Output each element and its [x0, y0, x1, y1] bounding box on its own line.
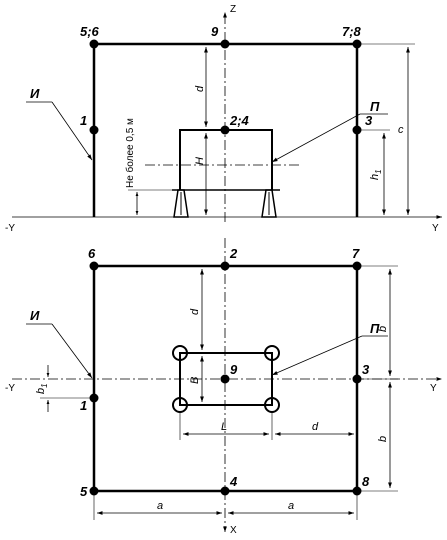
leader-product-bottom-arrow: [271, 335, 363, 376]
product-leg-right: [261, 189, 277, 218]
point-9-bottom: [220, 374, 230, 384]
callout-enclosure-bottom: И: [30, 308, 40, 323]
callout-enclosure-top: И: [30, 86, 40, 101]
note-max-half-meter: Не более 0,5 м: [124, 118, 136, 188]
label-9-top: 9: [211, 24, 219, 39]
point-1-top: [89, 125, 99, 135]
label-1-top: 1: [80, 113, 87, 128]
z-axis-label: Z: [230, 4, 236, 15]
y-axis-label-bottom: Y: [430, 383, 437, 394]
y-axis-label-top: Y: [432, 223, 439, 234]
callout-product-top: П: [370, 99, 380, 114]
x-axis-label: X: [230, 525, 237, 536]
point-7-8: [352, 39, 362, 49]
label-9-bottom: 9: [230, 362, 238, 377]
dim-d-top-label: d: [194, 85, 206, 92]
point-8: [352, 486, 362, 496]
point-2-4: [220, 125, 230, 135]
dim-b1-label: b1: [35, 383, 49, 394]
label-2-4: 2;4: [229, 113, 250, 128]
point-9-top: [220, 39, 230, 49]
point-5-6: [89, 39, 99, 49]
point-3-top: [352, 125, 362, 135]
dim-B-label: B: [189, 377, 201, 384]
label-7-8: 7;8: [342, 24, 362, 39]
label-4: 4: [229, 474, 238, 489]
label-2: 2: [229, 246, 238, 261]
point-7: [352, 261, 362, 271]
dim-b-top-label: b: [377, 326, 389, 332]
label-7: 7: [352, 246, 360, 261]
dim-b-bottom-label: b: [377, 436, 389, 442]
product-box-bottom-overlay: [179, 352, 273, 406]
bottom-view: X Y -Y 6 2 7 9 3 1 5 4 8 И: [5, 238, 442, 536]
dim-L-label: L: [221, 421, 227, 433]
neg-y-axis-label-top: -Y: [5, 223, 15, 234]
point-3-bottom: [352, 374, 362, 384]
point-6: [89, 261, 99, 271]
label-5: 5: [80, 484, 88, 499]
dim-a-left-label: a: [157, 500, 163, 512]
leader-product-top-arrow: [271, 113, 361, 163]
point-4: [220, 486, 230, 496]
leader-enclosure-bottom-arrow: [51, 323, 93, 379]
leader-enclosure-top-arrow: [51, 101, 93, 161]
label-1-bottom: 1: [80, 398, 87, 413]
dim-d-bottom-label: d: [189, 308, 201, 315]
product-leg-left: [173, 189, 189, 218]
neg-y-axis-label-bottom: -Y: [5, 383, 15, 394]
label-6: 6: [88, 246, 96, 261]
dim-c-label: c: [398, 124, 404, 136]
point-1-bottom: [89, 393, 99, 403]
label-5-6: 5;6: [80, 24, 100, 39]
point-2: [220, 261, 230, 271]
label-3-top: 3: [365, 113, 373, 128]
label-8: 8: [362, 474, 370, 489]
point-5: [89, 486, 99, 496]
callout-product-bottom: П: [370, 321, 380, 336]
top-view: Z Y -Y 5;6 9 7;8 1 2;4: [5, 4, 442, 234]
dim-h1-label: h1: [369, 169, 383, 180]
dim-a-right-label: a: [288, 500, 294, 512]
dim-H-label: H: [194, 157, 206, 165]
label-3-bottom: 3: [362, 362, 370, 377]
dim-d-right-label: d: [312, 421, 319, 433]
